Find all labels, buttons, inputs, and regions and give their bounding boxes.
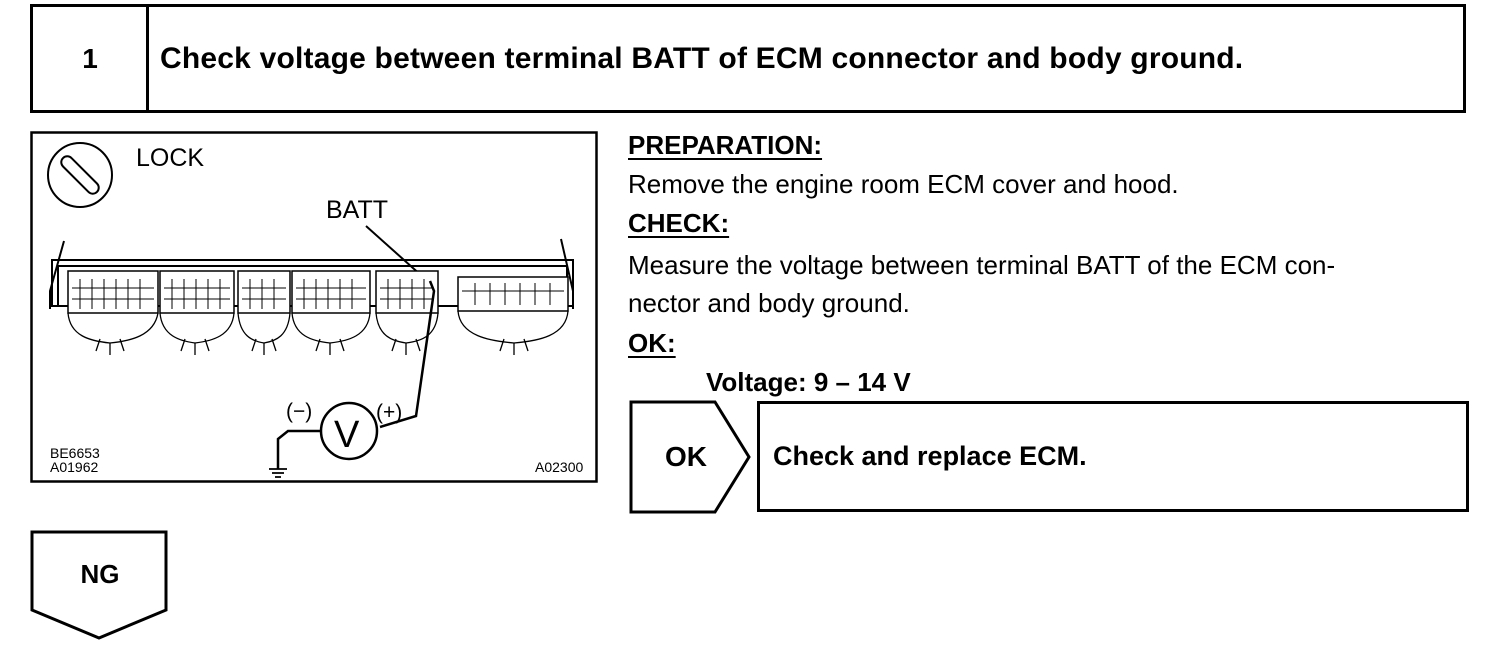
- step-number: 1: [82, 42, 98, 74]
- ok-spec: Voltage: 9 – 14 V: [706, 367, 911, 397]
- plus-label: (+): [376, 401, 402, 424]
- ok-result-text: Check and replace ECM.: [773, 441, 1087, 471]
- connector-blocks: [67, 270, 569, 314]
- step-title: Check voltage between terminal BATT of E…: [160, 41, 1244, 75]
- figure-code-left-2: A01962: [50, 459, 98, 475]
- figure-code-right: A02300: [535, 459, 583, 475]
- figure-code-left-1: BE6653: [50, 445, 100, 461]
- ground-icon: [269, 468, 287, 478]
- ok-arrow-shape: [629, 400, 751, 514]
- ok-branch-label: OK: [665, 440, 707, 472]
- ok-result-box: [757, 401, 1469, 512]
- step-header-divider: [146, 4, 149, 113]
- preparation-text: Remove the engine room ECM cover and hoo…: [628, 169, 1179, 199]
- negative-probe-lead: [276, 429, 321, 469]
- ignition-lock-icon: [47, 142, 113, 208]
- step-header-box: [30, 4, 1466, 113]
- wire-harness: [67, 310, 569, 355]
- check-text-line-1: Measure the voltage between terminal BAT…: [628, 250, 1336, 280]
- check-text-line-2: nector and body ground.: [628, 288, 910, 318]
- voltmeter-symbol: V: [334, 414, 360, 456]
- minus-label: (−): [286, 400, 312, 423]
- batt-leader-line: [365, 225, 424, 278]
- voltmeter-icon: V: [319, 401, 379, 461]
- check-heading: CHECK:: [628, 208, 730, 238]
- preparation-heading: PREPARATION:: [628, 130, 823, 160]
- batt-label: BATT: [326, 196, 388, 224]
- ng-branch-label: NG: [80, 558, 120, 589]
- connector-pins: [72, 279, 564, 309]
- positive-probe-lead: [379, 280, 436, 429]
- ok-heading: OK:: [628, 328, 676, 358]
- lock-label: LOCK: [136, 144, 204, 172]
- ecm-connector-illustration: LOCK BATT V (−): [30, 131, 598, 483]
- ng-arrow-shape: [30, 530, 168, 640]
